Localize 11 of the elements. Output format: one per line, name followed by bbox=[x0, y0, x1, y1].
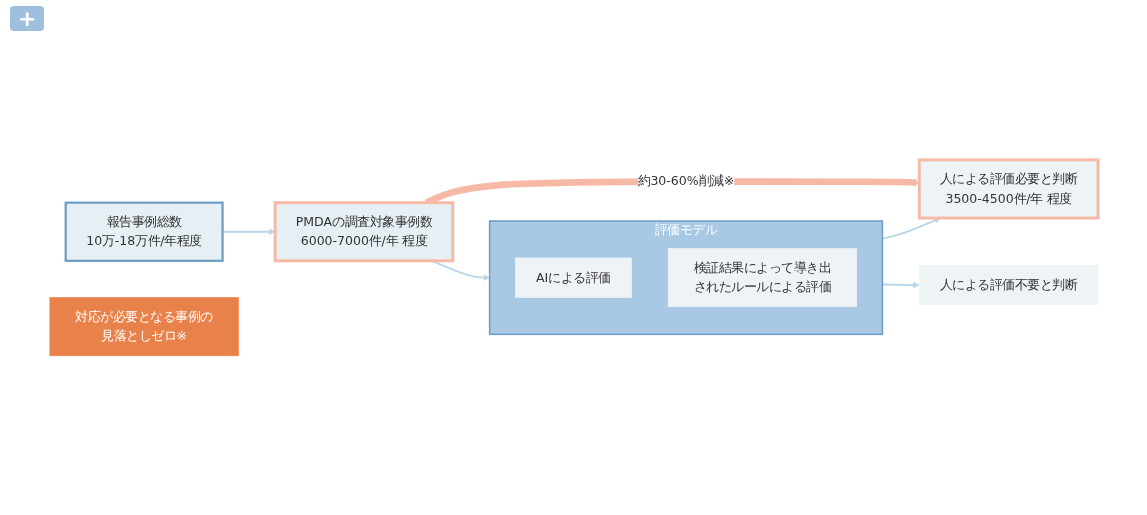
node-box: 報告事例総数 10万-18万件/年程度 bbox=[64, 201, 224, 262]
node-box: PMDAの調査対象事例数 6000-7000件/年 程度 bbox=[273, 200, 454, 262]
arrow bbox=[881, 217, 941, 240]
plus-sign: + bbox=[10, 6, 45, 31]
arrow bbox=[881, 281, 919, 288]
node-box: 対応が必要となる事例の見落としゼロ※ bbox=[49, 296, 239, 356]
node-box: 検証結果によって導き出されたルールによる評価 bbox=[667, 247, 857, 307]
node-box: 人による評価必要と判断 3500-4500件/年 程度 bbox=[917, 158, 1100, 220]
node-box: AIによる評価 bbox=[514, 257, 632, 298]
node-box: 人による評価不要と判断 bbox=[918, 264, 1098, 305]
edge-label: 約30-60%削減※ bbox=[637, 173, 734, 189]
